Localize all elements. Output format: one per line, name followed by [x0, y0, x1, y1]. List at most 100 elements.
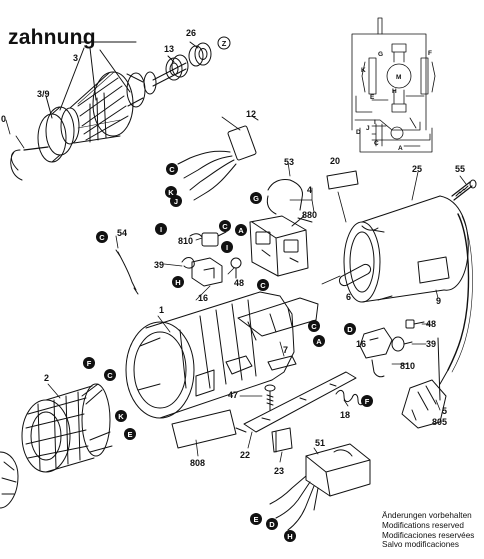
svg-text:C: C: [260, 281, 266, 290]
schematic-label-a: A: [398, 145, 403, 152]
armature: [23, 62, 187, 163]
svg-text:K: K: [168, 188, 174, 197]
part-810-right-label: 810: [400, 361, 415, 371]
svg-text:D: D: [269, 520, 275, 529]
motor-housing: [125, 291, 319, 419]
svg-text:I: I: [226, 243, 228, 252]
schematic-motor-symbol: [386, 63, 412, 89]
part-54-label: 54: [117, 228, 127, 238]
part-12-label: 12: [246, 109, 256, 119]
terminal-c-5: C: [308, 320, 320, 332]
connection-cable-54: [115, 249, 139, 295]
ball-bearing-13: [165, 54, 189, 81]
part-51-label: 51: [315, 438, 325, 448]
gear-housing-25: [338, 195, 469, 303]
wiring-schematic: [351, 17, 436, 153]
part-53-label: 53: [284, 157, 294, 167]
part-3-9-label: 3/9: [37, 89, 50, 99]
svg-text:H: H: [175, 278, 180, 287]
leader-lines: [5, 116, 467, 463]
cord-lead-5: [437, 337, 441, 401]
svg-text:C: C: [99, 233, 105, 242]
schematic-label-f: F: [428, 50, 432, 57]
terminal-e-2: E: [250, 513, 262, 525]
part-808-label: 808: [190, 458, 205, 468]
part-26-label: 26: [186, 28, 196, 38]
terminal-g-1: G: [250, 192, 262, 204]
terminal-c-1: C: [166, 163, 178, 175]
svg-text:C: C: [222, 222, 228, 231]
notice-line-fr: Modificaciones reservées: [382, 530, 475, 540]
svg-text:C: C: [311, 322, 317, 331]
terminal-f-2: F: [361, 395, 373, 407]
label-band-20: [326, 170, 359, 190]
terminal-h-2: H: [284, 530, 296, 542]
part-9-label: 9: [436, 296, 441, 306]
terminal-c-3: C: [96, 231, 108, 243]
part-810-upper-label: 810: [178, 236, 193, 246]
notice-line-de: Änderungen vorbehalten: [382, 511, 472, 520]
schematic-label-j: J: [366, 125, 370, 132]
terminal-letter-badges: Z C K J G C A I C I H C C A D F C K E F …: [83, 36, 373, 542]
label-band-9: [417, 256, 450, 284]
terminal-i-2: I: [221, 241, 233, 253]
part-number-callouts: 3 3/9 13 26 0 12 53 20 25 55 4 880 54 81…: [1, 28, 465, 476]
power-cord-805: [401, 213, 473, 429]
screw-47: [264, 384, 276, 411]
screw-55: [451, 179, 477, 201]
guide-rail-22: [235, 371, 357, 433]
part-47-label: 47: [228, 390, 238, 400]
schematic-label-i: I: [374, 119, 376, 126]
terminal-c-6: C: [104, 369, 116, 381]
svg-text:G: G: [253, 194, 259, 203]
brush-6: [338, 263, 372, 287]
schematic-label-h: H: [392, 88, 397, 95]
clip-7: [267, 355, 297, 371]
terminal-a-1: A: [235, 224, 247, 236]
terminal-k-1: K: [165, 186, 177, 198]
schematic-label-k: K: [361, 67, 366, 74]
part-880-label: 880: [302, 210, 317, 220]
part-4-label: 4: [307, 185, 312, 195]
cable-harness-12: [177, 115, 259, 201]
svg-text:F: F: [87, 359, 92, 368]
screw-48-upper: [230, 257, 242, 279]
part-22-label: 22: [240, 450, 250, 460]
circlip: [10, 149, 23, 181]
terminal-d-1: D: [344, 323, 356, 335]
terminal-c-2: C: [219, 220, 231, 232]
bearing-26: [188, 42, 212, 67]
plate-808: [171, 409, 237, 449]
terminal-i-1: I: [155, 223, 167, 235]
terminal-a-2: A: [313, 335, 325, 347]
svg-text:K: K: [118, 412, 124, 421]
suppressor-810-upper: [189, 231, 227, 247]
brush-spring-16: [181, 257, 223, 287]
terminal-e-1: E: [124, 428, 136, 440]
schematic-label-d: D: [356, 129, 361, 136]
terminal-k-2: K: [115, 410, 127, 422]
part-39-right-label: 39: [426, 339, 436, 349]
part-1-label: 1: [159, 305, 164, 315]
armature-edge-partial: [0, 451, 19, 509]
svg-text:E: E: [127, 430, 132, 439]
terminal-f-1: F: [83, 357, 95, 369]
svg-text:C: C: [169, 165, 175, 174]
schematic-label-g: G: [378, 51, 383, 58]
part-805-label: 805: [432, 417, 447, 427]
part-10-partial-label: 0: [1, 114, 6, 124]
diagram-heading: zahnung: [8, 26, 96, 49]
part-20-label: 20: [330, 156, 340, 166]
svg-text:H: H: [287, 532, 292, 541]
schematic-field-coil-left: [368, 57, 377, 95]
terminal-z: Z: [217, 36, 231, 50]
part-2-label: 2: [44, 373, 49, 383]
cable-53: [266, 179, 303, 215]
schematic-label-e: E: [370, 94, 375, 101]
notice-line-es: Salvo modificaciones: [382, 540, 459, 550]
svg-text:A: A: [238, 226, 244, 235]
schematic-labels: M G F K E H J I D C A: [356, 50, 432, 152]
svg-text:D: D: [347, 325, 353, 334]
notice-line-en: Modifications reserved: [382, 520, 464, 530]
